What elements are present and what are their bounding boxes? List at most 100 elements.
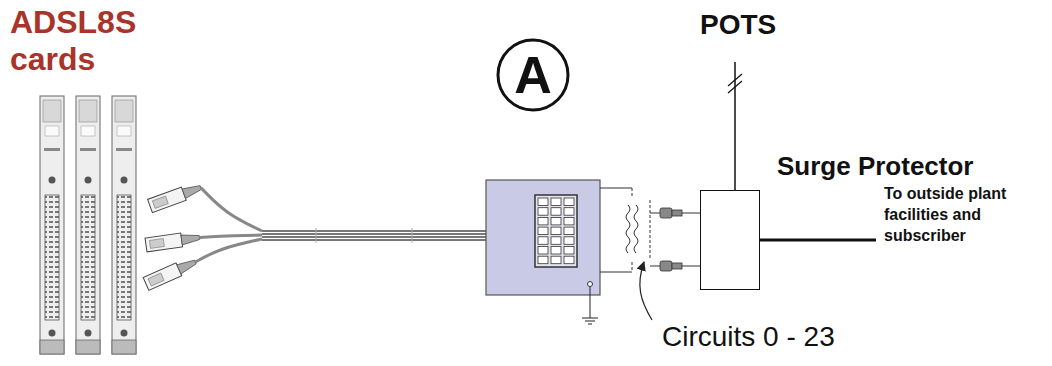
drawing-stroke [650,213,660,214]
drawing-stroke [564,256,574,264]
drawing-stroke [585,321,595,322]
drawing-stroke [551,208,561,216]
drawing-stroke [632,188,633,198]
drawing-stroke [538,198,548,206]
drawing-stroke [600,188,700,272]
drawing-stroke [672,210,682,216]
drawing-stroke [262,236,486,238]
drawing-stroke [262,239,486,241]
drawing-stroke [582,318,598,319]
drawing-stroke [143,256,198,291]
drawing-stroke [538,227,548,235]
drawing-stroke [44,148,60,151]
drawing-stroke [486,180,600,295]
drawing-stroke [40,96,64,354]
drawing-stroke [672,263,682,269]
drawing-stroke [112,96,136,354]
drawing-stroke [145,233,183,252]
drawing-stroke [660,261,672,271]
drawing-stroke [728,74,742,86]
drawing-stroke [564,208,574,216]
drawing-stroke [45,126,59,136]
drawing-stroke [650,266,660,267]
drawing-stroke [40,340,64,354]
drawing-stroke [551,247,561,255]
card-title: ADSL8S cards [10,4,160,78]
drawing-stroke [121,330,128,337]
drawing-stroke [682,213,700,214]
drawing-stroke [551,217,561,225]
drawing-stroke [112,96,136,354]
drawing-stroke [412,228,413,243]
drawing-stroke [81,126,95,136]
drawing-stroke [538,237,548,245]
drawing-stroke [660,208,682,271]
drawing-stroke [49,330,56,337]
drawing-stroke [551,227,561,235]
drawing-stroke [316,228,317,243]
drawing-stroke [588,282,593,287]
drawing-stroke [148,181,204,213]
drawing-stroke [181,233,200,245]
drawing-stroke [538,217,548,225]
drawing-stroke [177,257,198,273]
drawing-stroke [117,126,131,136]
drawing-stroke [112,340,136,354]
drawing-stroke [76,340,100,354]
drawing-stroke [262,233,486,235]
drawing-stroke [121,177,128,184]
drawing-stroke [564,237,574,245]
drawing-stroke [682,266,700,267]
drawing-stroke [143,181,262,290]
drawing-stroke [49,177,56,184]
drawing-stroke [316,228,412,243]
drawing-stroke [538,256,548,264]
drawing-stroke [182,183,202,199]
drawing-stroke [728,81,742,93]
drawing-stroke [148,273,164,286]
drawing-stroke [81,195,95,320]
drawing-stroke [148,187,187,212]
drawing-stroke [588,324,592,325]
drawing-stroke [551,256,561,264]
drawing-stroke [201,188,262,231]
drawing-stroke [590,287,591,318]
drawing-stroke [115,100,133,122]
drawing-stroke [76,96,100,354]
drawing-stroke [538,198,574,264]
drawing-stroke [40,96,136,354]
drawing-stroke [143,263,182,290]
drawing-stroke [600,272,632,273]
surge-protector-box: Surge Protector [700,190,760,290]
drawing-stroke [195,239,262,262]
drawing-stroke [632,262,633,272]
drawing-stroke [564,198,574,206]
drawing-stroke [262,230,486,232]
drawing-stroke [117,195,131,320]
drawing-stroke [650,200,651,260]
drawing-stroke [85,330,92,337]
drawing-stroke [760,239,876,242]
drawing-stroke [40,96,64,354]
drawing-stroke [535,195,577,267]
circuit-range: Circuits 0 - 23 [662,322,835,353]
circle-outline [498,40,568,110]
drawing-stroke [152,196,168,208]
drawing-stroke [80,148,96,151]
drawing-stroke [600,188,632,189]
destination-note: To outside plant facilities and subscrib… [884,184,1036,246]
drawing-stroke [199,235,262,237]
drawing-stroke [45,195,59,320]
drawing-stroke [660,208,672,218]
drawing-stroke [149,239,164,249]
drawing-stroke [634,205,638,253]
drawing-stroke [116,148,132,151]
callout-circle: A [496,38,570,112]
drawing-stroke [43,100,61,122]
drawing-stroke [564,227,574,235]
part-label: Surge Protector [777,151,974,182]
drawing-stroke [145,231,200,252]
drawing-stroke [262,231,486,240]
callout-letter: A [496,38,570,112]
drawing-stroke [85,177,92,184]
